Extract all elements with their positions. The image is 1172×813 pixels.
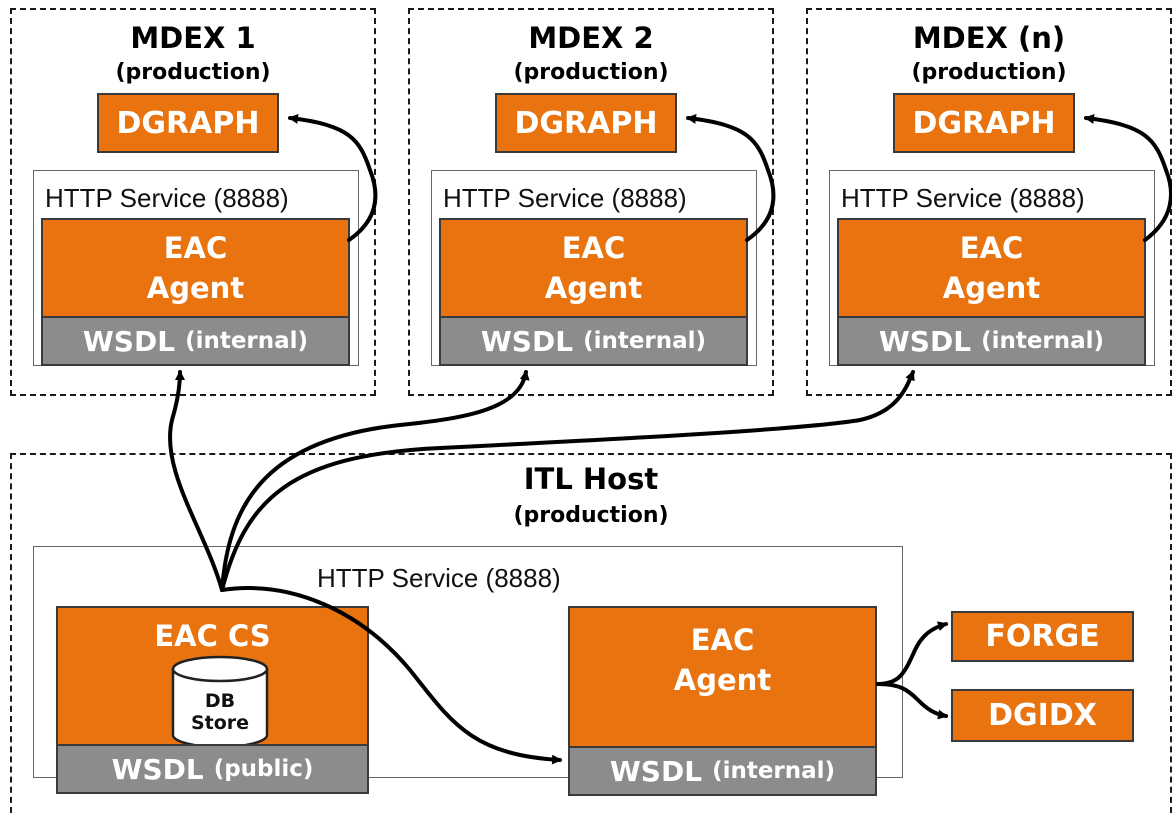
- itl-eac-agent: EAC Agent: [568, 606, 877, 748]
- mdex-2-dgraph: DGRAPH: [495, 93, 677, 153]
- forge-box: FORGE: [951, 611, 1134, 662]
- eac-cs-label: EAC CS: [154, 619, 271, 653]
- itl-agent-line1: EAC: [690, 623, 755, 657]
- mdex-n-agent-line2: Agent: [942, 271, 1041, 305]
- mdex-n-wsdl-tag: (internal): [981, 328, 1105, 354]
- mdex-n-subtitle: (production): [911, 60, 1067, 85]
- itl-wsdl-public-label: WSDL: [111, 752, 204, 786]
- mdex-1-wsdl-label: WSDL: [82, 324, 176, 358]
- mdex-2-wsdl-tag: (internal): [583, 328, 707, 354]
- db-store-line1: DB: [204, 690, 236, 712]
- mdex-1-wsdl: WSDL (internal): [41, 316, 350, 366]
- mdex-1-wsdl-tag: (internal): [185, 328, 309, 354]
- itl-host-title: ITL Host: [523, 462, 659, 496]
- itl-wsdl-internal: WSDL (internal): [568, 746, 877, 796]
- mdex-1-subtitle: (production): [115, 60, 271, 85]
- mdex-n-http-label: HTTP Service (8888): [841, 183, 1085, 213]
- mdex-2-subtitle: (production): [513, 60, 669, 85]
- itl-agent-line2: Agent: [673, 663, 772, 697]
- mdex-1-agent-to-dgraph-arrow: [288, 113, 378, 242]
- mdex-2-http-label: HTTP Service (8888): [443, 183, 687, 213]
- mdex-2-eac-agent: EAC Agent: [439, 218, 748, 318]
- itl-wsdl-internal-label: WSDL: [609, 754, 703, 788]
- mdex-n-wsdl-label: WSDL: [878, 324, 972, 358]
- itl-wsdl-public-tag: (public): [213, 756, 314, 782]
- eaccs-to-mdex-n-arrow: [220, 370, 915, 592]
- mdex-2-wsdl: WSDL (internal): [439, 316, 748, 366]
- itl-wsdl-public: WSDL (public): [56, 744, 369, 794]
- mdex-2-agent-to-dgraph-arrow: [686, 113, 776, 242]
- dgidx-box: DGIDX: [951, 689, 1134, 742]
- agent-to-forge-arrow: [876, 621, 948, 686]
- eaccs-to-itl-wsdl-arrow: [220, 586, 562, 765]
- mdex-n-eac-agent: EAC Agent: [837, 218, 1146, 318]
- mdex-n-dgraph: DGRAPH: [893, 93, 1075, 153]
- db-store-line2: Store: [190, 712, 250, 734]
- mdex-1-agent-line2: Agent: [146, 271, 245, 305]
- mdex-2-agent-line2: Agent: [544, 271, 643, 305]
- db-store-icon: [171, 655, 269, 749]
- mdex-n-agent-to-dgraph-arrow: [1084, 113, 1172, 242]
- mdex-2-title: MDEX 2: [528, 21, 654, 55]
- itl-wsdl-internal-tag: (internal): [712, 758, 836, 784]
- db-store-label: DB Store: [170, 690, 270, 734]
- itl-http-label: HTTP Service (8888): [317, 563, 561, 593]
- eaccs-to-mdex-2-arrow: [220, 370, 530, 592]
- mdex-n-title: MDEX (n): [912, 21, 1066, 55]
- agent-to-dgidx-arrow: [876, 682, 948, 720]
- mdex-1-title: MDEX 1: [130, 21, 256, 55]
- mdex-1-dgraph: DGRAPH: [97, 93, 279, 153]
- mdex-n-agent-line1: EAC: [959, 231, 1024, 265]
- mdex-1-http-label: HTTP Service (8888): [45, 183, 289, 213]
- itl-host-subtitle: (production): [513, 503, 669, 528]
- itl-host: [10, 453, 1172, 813]
- mdex-2-agent-line1: EAC: [561, 231, 626, 265]
- mdex-1-agent-line1: EAC: [163, 231, 228, 265]
- mdex-2-wsdl-label: WSDL: [480, 324, 574, 358]
- eaccs-to-mdex-1-arrow: [168, 370, 224, 592]
- mdex-n-wsdl: WSDL (internal): [837, 316, 1146, 366]
